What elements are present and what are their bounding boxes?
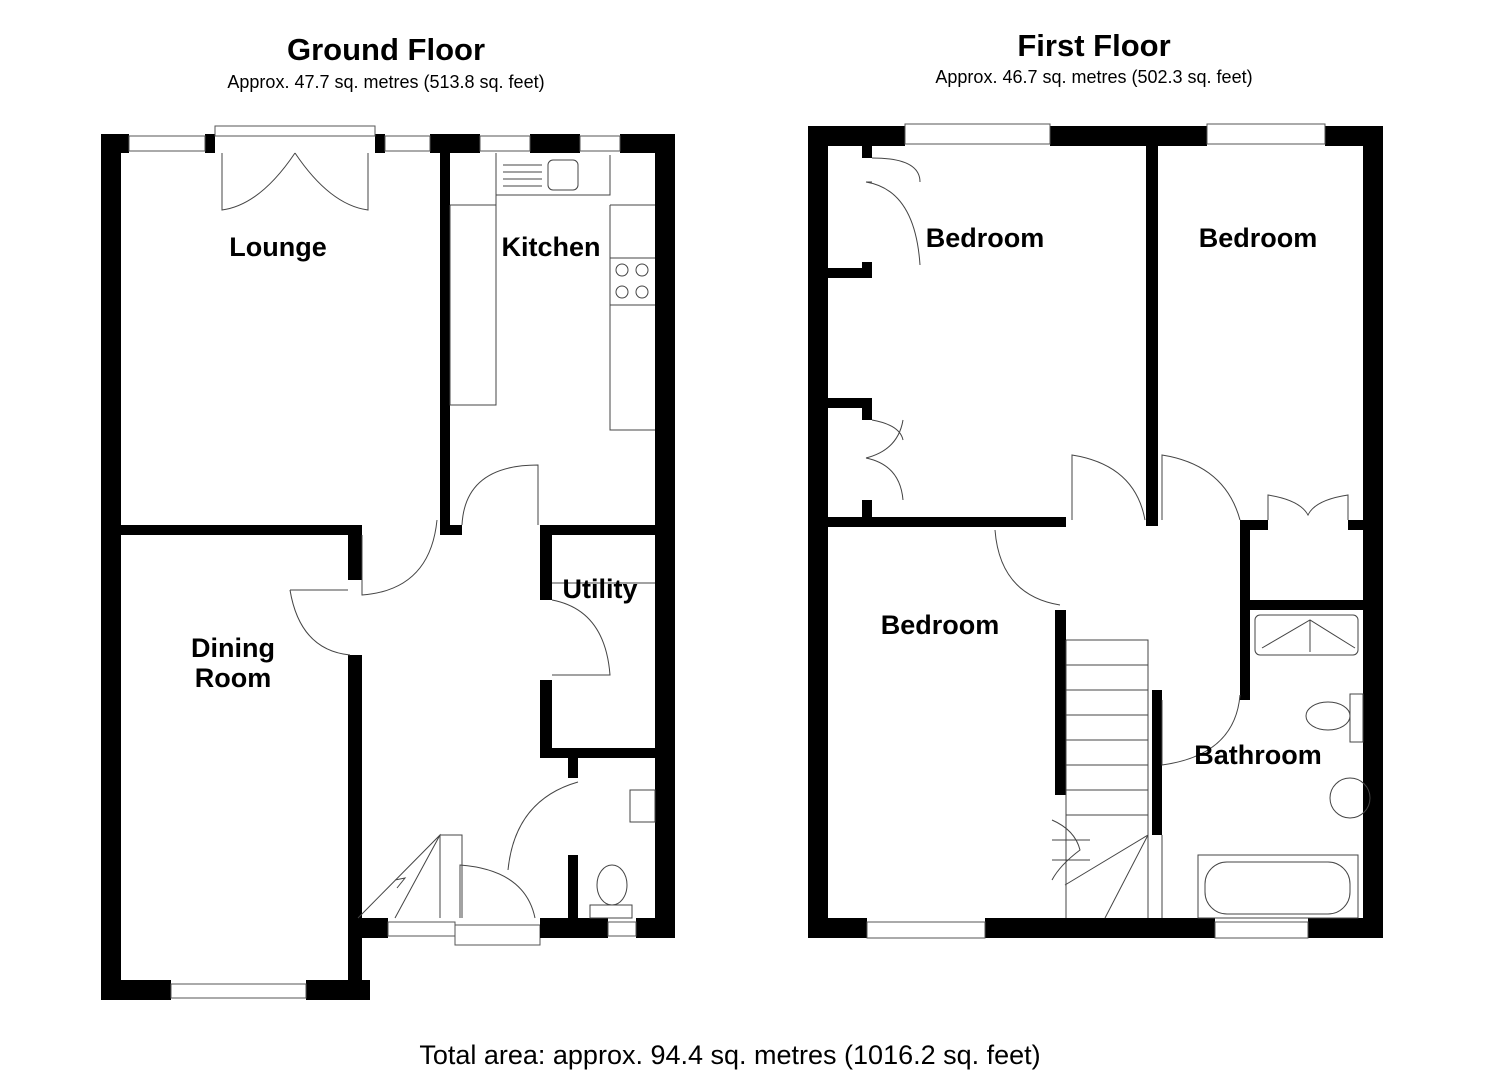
- window: [607, 921, 637, 937]
- total-area: Total area: approx. 94.4 sq. metres (101…: [419, 1040, 1041, 1070]
- toilet: [596, 864, 628, 906]
- room-label-kitchen: Kitchen: [501, 232, 600, 262]
- basin: [1329, 777, 1371, 819]
- window: [579, 135, 621, 152]
- room-label-bedroom-2: Bedroom: [1199, 223, 1318, 253]
- toilet: [1305, 701, 1351, 731]
- room-label-bedroom-3: Bedroom: [881, 610, 1000, 640]
- wc-basin: [629, 789, 656, 823]
- first-floor-area: Approx. 46.7 sq. metres (502.3 sq. feet): [935, 67, 1253, 87]
- window: [479, 135, 531, 152]
- window: [128, 135, 206, 152]
- staircase: [1051, 639, 1163, 919]
- ground-floor-plan: Lounge Kitchen Utility Dining Room: [101, 125, 675, 1000]
- window: [384, 135, 431, 152]
- shower-tray: [1254, 614, 1359, 656]
- ground-floor-area: Approx. 47.7 sq. metres (513.8 sq. feet): [227, 72, 545, 92]
- french-door-frame: [214, 125, 376, 137]
- window: [170, 983, 307, 999]
- hob: [615, 263, 649, 299]
- front-door-frame: [454, 924, 541, 946]
- room-label-bedroom-1: Bedroom: [926, 223, 1045, 253]
- bath: [1197, 854, 1359, 919]
- room-label-bathroom: Bathroom: [1194, 740, 1322, 770]
- window: [904, 123, 1051, 145]
- ground-floor-title: Ground Floor: [286, 32, 486, 67]
- window: [1214, 921, 1309, 939]
- room-label-dining-room: Room: [195, 663, 272, 693]
- kitchen-sink: [503, 159, 579, 191]
- room-label-utility: Utility: [562, 574, 637, 604]
- window: [387, 921, 456, 937]
- first-floor-plan: Bedroom Bedroom Bedroom Bathroom: [808, 123, 1383, 939]
- window: [1206, 123, 1326, 145]
- first-floor-title: First Floor: [1017, 28, 1171, 63]
- room-label-dining: Dining: [191, 633, 275, 663]
- window: [866, 921, 986, 939]
- room-label-lounge: Lounge: [229, 232, 326, 262]
